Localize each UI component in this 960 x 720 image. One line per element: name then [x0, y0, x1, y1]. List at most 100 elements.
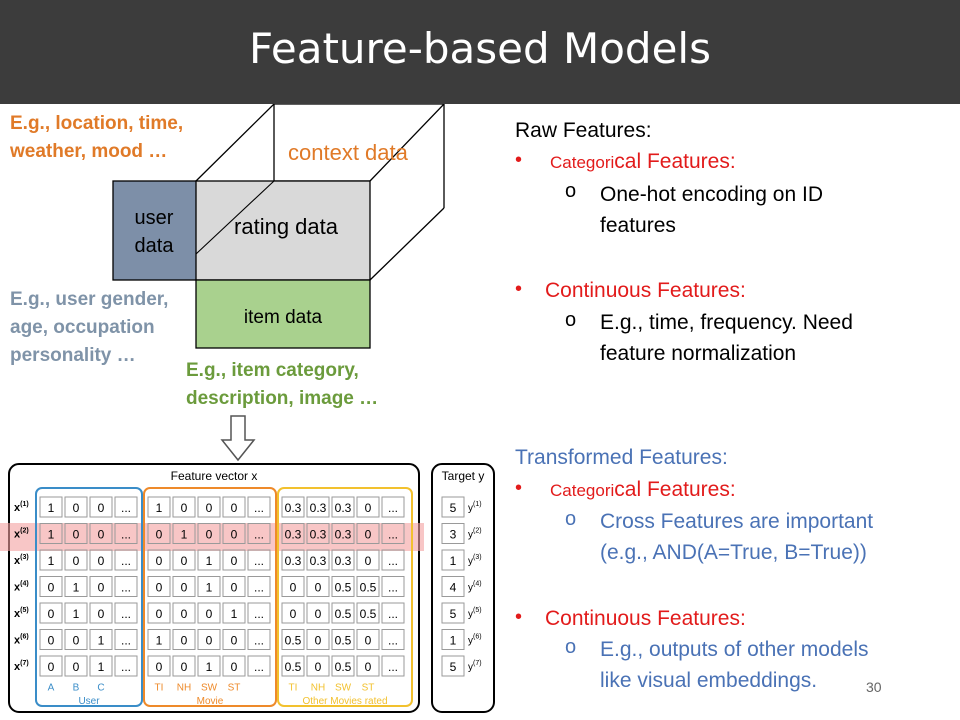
cell-value: ... [388, 554, 398, 568]
table-cell [89, 629, 113, 650]
data-cube-diagram: context data user data rating data item … [112, 104, 445, 462]
table-cell [39, 523, 63, 544]
target-title: Target y [442, 469, 485, 483]
cell-value: 1 [206, 660, 213, 674]
table-cell [306, 549, 330, 571]
table-cell [222, 576, 246, 597]
cell-value: ... [388, 634, 398, 648]
raw-continuous-item: feature normalization [600, 342, 797, 365]
movie-group-frame [143, 487, 277, 707]
cell-value: 0 [206, 528, 213, 542]
cell-value: 0 [315, 581, 322, 595]
table-cell [89, 655, 113, 677]
cell-value: 0.3 [285, 528, 302, 542]
table-cell [281, 629, 305, 650]
cell-value: 0 [156, 581, 163, 595]
cell-value: 1 [73, 607, 80, 621]
cell-value: ... [254, 528, 264, 542]
feature-vector-frame [8, 463, 420, 713]
cell-value: 0 [181, 554, 188, 568]
cell-value: ... [121, 607, 131, 621]
row-label: x(7) [14, 660, 29, 673]
cell-value: 0 [73, 554, 80, 568]
target-value: 5 [450, 607, 457, 621]
feature-vector-title: Feature vector x [171, 469, 258, 483]
cell-value: 0.3 [335, 501, 352, 515]
table-cell [331, 602, 355, 624]
user-data-label: user [135, 207, 174, 229]
cell-value: 1 [48, 528, 55, 542]
table-cell [172, 655, 196, 677]
table-cell [331, 496, 355, 518]
cell-value: 0 [48, 660, 55, 674]
target-value: 4 [450, 581, 457, 595]
cell-value: ... [388, 528, 398, 542]
table-cell [356, 629, 380, 650]
table-cell [222, 655, 246, 677]
transformed-categorical-prefix: Categori [550, 481, 615, 500]
cell-value: ... [121, 660, 131, 674]
cell-value: 0 [156, 528, 163, 542]
target-cell [441, 496, 465, 518]
table-cell [197, 523, 221, 544]
item-example-line: description, image … [186, 388, 379, 409]
rating-data-label: rating data [234, 214, 339, 239]
context-example-line: weather, mood … [10, 141, 168, 162]
sub-bullet: o [565, 180, 577, 202]
cell-value: 0 [206, 607, 213, 621]
table-cell [381, 655, 405, 677]
table-cell [89, 523, 113, 544]
raw-categorical-label: Categorical Features: [550, 147, 736, 178]
table-cell [306, 496, 330, 518]
cell-value: 0 [98, 554, 105, 568]
cell-value: 0 [73, 634, 80, 648]
bullet-dot: • [515, 278, 523, 300]
target-label: y(3) [468, 554, 482, 567]
transformed-categorical-label: Categorical Features: [550, 475, 736, 506]
target-cell [441, 629, 465, 650]
table-cell [172, 496, 196, 518]
cell-value: 0 [231, 501, 238, 515]
table-cell [64, 523, 88, 544]
target-value: 1 [450, 634, 457, 648]
target-label: y(7) [468, 660, 482, 673]
column-label: A [48, 683, 55, 694]
bullet-dot: • [515, 477, 523, 499]
table-cell [306, 576, 330, 597]
table-cell [306, 629, 330, 650]
row-label: x(6) [14, 634, 29, 647]
user-group-frame [35, 487, 143, 707]
table-cell [197, 655, 221, 677]
target-label: y(5) [468, 607, 482, 620]
table-cell [147, 549, 171, 571]
raw-continuous-item: E.g., time, frequency. Need [600, 311, 853, 334]
transformed-continuous-item: like visual embeddings. [600, 669, 818, 692]
cell-value: ... [254, 554, 264, 568]
table-cell [114, 655, 138, 677]
raw-categorical-item: features [600, 214, 676, 237]
table-cell [114, 523, 138, 544]
cell-value: 0 [48, 607, 55, 621]
table-cell [89, 496, 113, 518]
cube-edge [369, 207, 445, 281]
column-label: SW [201, 683, 218, 694]
cell-value: 0.3 [285, 554, 302, 568]
raw-categorical-item: One-hot encoding on ID [600, 183, 823, 206]
table-cell [147, 523, 171, 544]
cell-value: ... [121, 634, 131, 648]
group-other-label: Other Movies rated [302, 696, 387, 707]
user-example-line: personality … [10, 345, 136, 366]
target-label: y(1) [468, 501, 482, 514]
table-cell [89, 602, 113, 624]
cell-value: ... [254, 607, 264, 621]
raw-categorical-prefix: Categori [550, 153, 615, 172]
target-cell [441, 602, 465, 624]
table-cell [64, 576, 88, 597]
table-cell [331, 629, 355, 650]
cell-value: 0 [156, 607, 163, 621]
column-label: TI [155, 683, 164, 694]
cell-value: 0 [181, 607, 188, 621]
table-cell [114, 576, 138, 597]
table-cell [381, 523, 405, 544]
sub-bullet: o [565, 508, 577, 530]
